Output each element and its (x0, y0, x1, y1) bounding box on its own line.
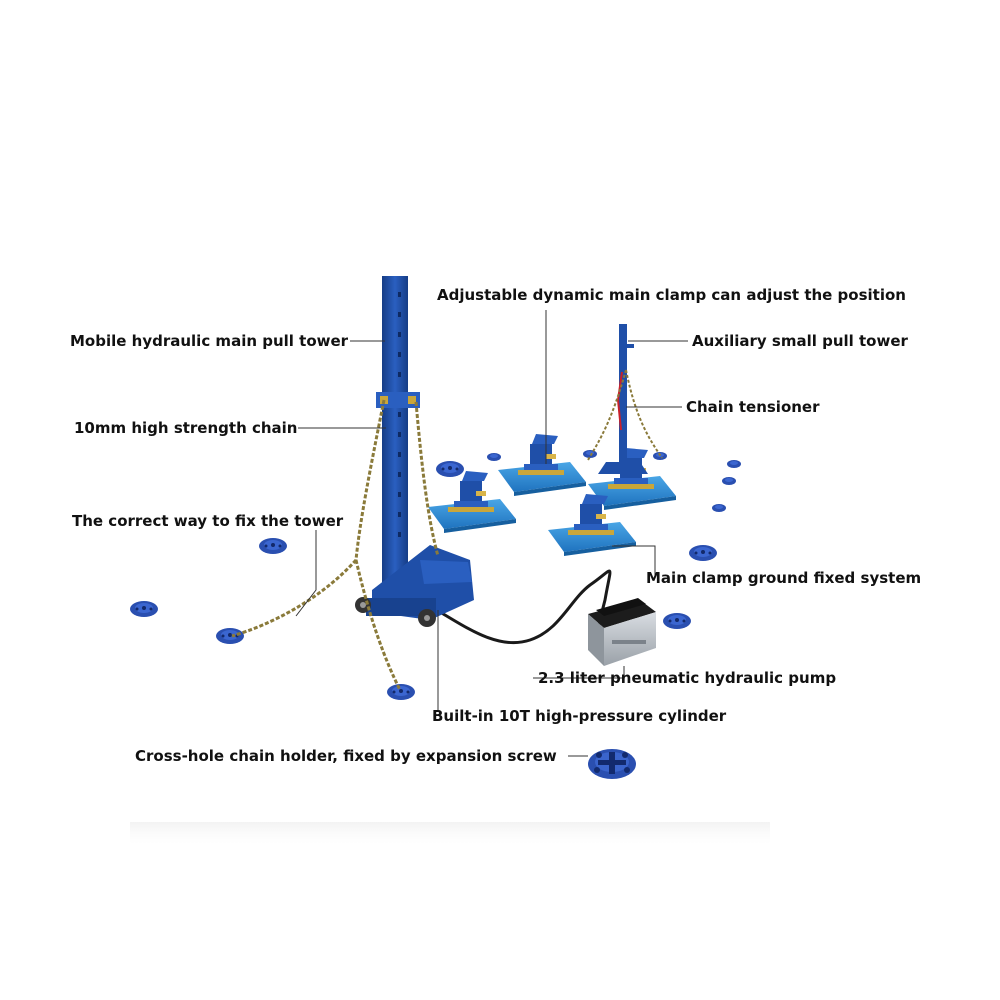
pneumatic-hydraulic-pump (588, 598, 656, 666)
label-hydraulic-pump: 2.3 liter pneumatic hydraulic pump (538, 669, 837, 687)
label-chain-tensioner: Chain tensioner (686, 398, 820, 416)
label-ground-fixed-system: Main clamp ground fixed system (646, 569, 922, 587)
main-clamp-left (428, 471, 516, 533)
label-main-pull-tower: Mobile hydraulic main pull tower (70, 332, 349, 350)
leader-lines (295, 310, 688, 757)
label-high-pressure-cylinder: Built-in 10T high-pressure cylinder (432, 707, 727, 725)
label-high-strength-chain: 10mm high strength chain (74, 419, 298, 437)
label-auxiliary-pull-tower: Auxiliary small pull tower (692, 332, 908, 350)
main-pull-tower (355, 276, 474, 627)
label-adjustable-clamp: Adjustable dynamic main clamp can adjust… (437, 286, 906, 304)
main-clamp-back (498, 434, 586, 496)
label-fix-tower: The correct way to fix the tower (72, 512, 344, 530)
auxiliary-pull-tower (587, 324, 663, 474)
chain-holder-icon (588, 749, 636, 779)
label-chain-holder: Cross-hole chain holder, fixed by expans… (135, 747, 557, 765)
main-tower-chains (231, 399, 440, 691)
floor-shadow (130, 822, 770, 844)
